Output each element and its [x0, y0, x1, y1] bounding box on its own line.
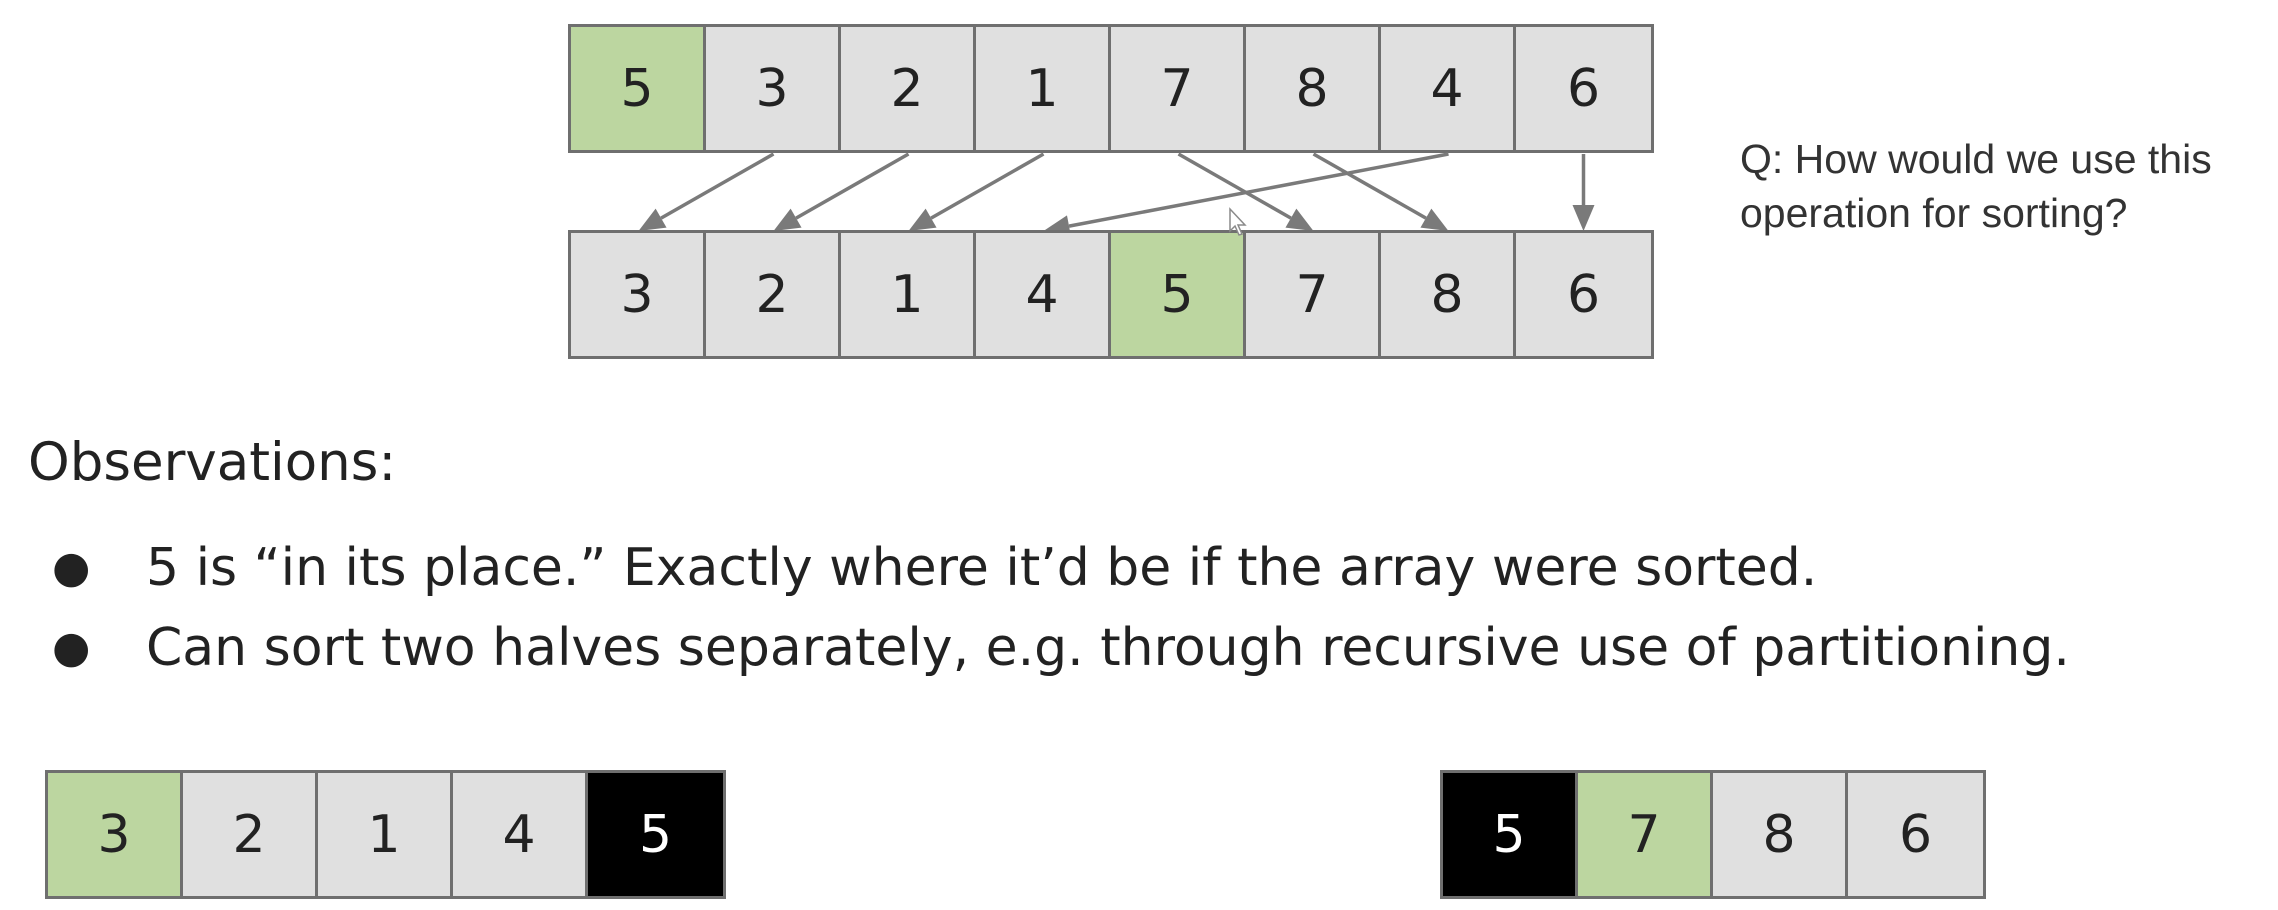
mouse-cursor-icon — [1229, 207, 1247, 236]
top-array-cell-6: 4 — [1381, 27, 1516, 150]
arrow-shaft — [1312, 152, 1427, 220]
arrow-head — [1572, 205, 1595, 231]
arrow-shaft — [930, 152, 1045, 220]
bullet-icon: ● — [52, 542, 91, 593]
top-array-cell-5: 8 — [1246, 27, 1381, 150]
left-array-cell-1: 2 — [183, 773, 318, 896]
top-array-cell-1: 3 — [706, 27, 841, 150]
bottom-array-cell-6: 8 — [1381, 233, 1516, 356]
bottom-array-cell-0: 3 — [571, 233, 706, 356]
bottom-array-cell-5: 7 — [1246, 233, 1381, 356]
arrow-shaft — [795, 152, 910, 220]
arrow-shaft — [1068, 152, 1449, 228]
arrow-head — [1420, 208, 1449, 231]
bullet-icon: ● — [52, 622, 91, 673]
observation-text-1: 5 is “in its place.” Exactly where it’d … — [146, 538, 1818, 598]
arrow-head — [908, 208, 937, 231]
right-array-cell-1: 7 — [1578, 773, 1713, 896]
observations-list: ● 5 is “in its place.” Exactly where it’… — [28, 528, 2070, 688]
top-array-cell-0: 5 — [571, 27, 706, 150]
arrow-3-to-2 — [908, 152, 1045, 231]
arrow-shaft — [660, 152, 775, 220]
observation-item-2: ● Can sort two halves separately, e.g. t… — [28, 608, 2070, 688]
question-line-1: Q: How would we use this — [1740, 136, 2212, 182]
observation-item-1: ● 5 is “in its place.” Exactly where it’… — [28, 528, 2070, 608]
right-array-cell-3: 6 — [1848, 773, 1983, 896]
top-array-cell-4: 7 — [1111, 27, 1246, 150]
bottom-array-cell-1: 2 — [706, 233, 841, 356]
arrow-7-to-7 — [1572, 154, 1595, 231]
right-array-cell-0: 5 — [1443, 773, 1578, 896]
left-array-cell-0: 3 — [48, 773, 183, 896]
bottom-array-cell-4: 5 — [1111, 233, 1246, 356]
arrow-5-to-6 — [1312, 152, 1449, 231]
arrow-2-to-1 — [773, 152, 910, 231]
left-array-cell-2: 1 — [318, 773, 453, 896]
right-array-cell-2: 8 — [1713, 773, 1848, 896]
left-array-cell-3: 4 — [453, 773, 588, 896]
arrow-head — [638, 208, 667, 231]
bottom-array-cell-3: 4 — [976, 233, 1111, 356]
top-array-cell-2: 2 — [841, 27, 976, 150]
observation-text-2: Can sort two halves separately, e.g. thr… — [146, 618, 2070, 678]
arrow-1-to-0 — [638, 152, 775, 231]
top-array-cell-3: 1 — [976, 27, 1111, 150]
bottom-array-cell-2: 1 — [841, 233, 976, 356]
arrow-head — [1285, 208, 1314, 231]
bottom-array-cell-7: 6 — [1516, 233, 1651, 356]
question-line-2: operation for sorting? — [1740, 190, 2128, 236]
question-text: Q: How would we use this operation for s… — [1740, 132, 2270, 240]
top-array-cell-7: 6 — [1516, 27, 1651, 150]
left-array-cell-4: 5 — [588, 773, 723, 896]
arrow-head — [773, 208, 802, 231]
observations-heading: Observations: — [28, 432, 397, 493]
